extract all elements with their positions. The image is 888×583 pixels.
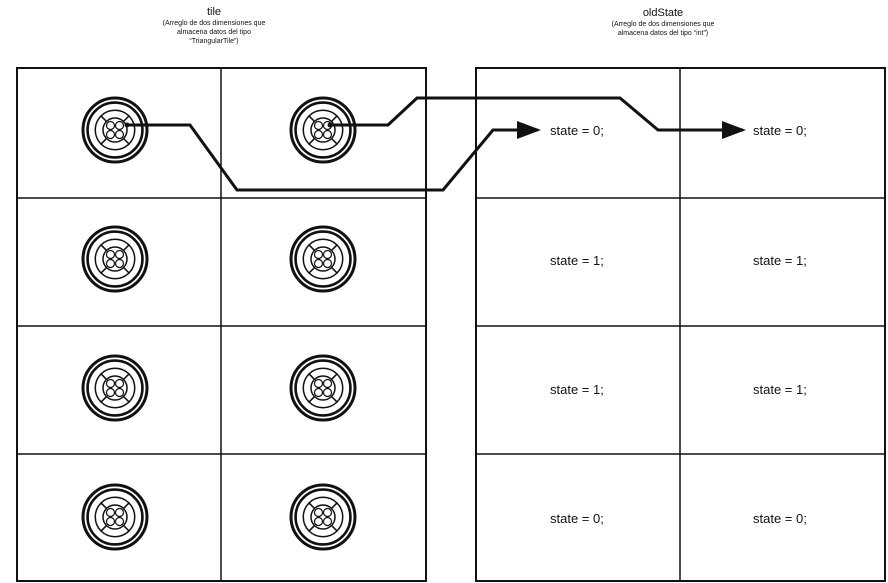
oldstate-cell: state = 1; [753,382,807,397]
oldstate-cell: state = 1; [550,382,604,397]
oldstate-cell: state = 0; [550,511,604,526]
triangular-tile-icon [83,356,147,420]
oldstate-cell: state = 1; [550,253,604,268]
tile-grid [17,68,426,581]
connector-arrow [330,98,743,130]
oldstate-cell: state = 0; [753,511,807,526]
triangular-tile-icon [83,485,147,549]
triangular-tile-icon [83,227,147,291]
oldstate-cells: state = 0; state = 0; state = 1; state =… [550,123,807,526]
oldstate-cell: state = 0; [753,123,807,138]
triangular-tile-icon [291,98,355,162]
oldstate-cell: state = 0; [550,123,604,138]
oldstate-cell: state = 1; [753,253,807,268]
oldstate-grid [476,68,885,581]
triangular-tile-icon [83,98,147,162]
connectors [125,98,744,190]
triangular-tile-icon [291,227,355,291]
triangular-tile-icon [291,485,355,549]
triangular-tile-icon [291,356,355,420]
